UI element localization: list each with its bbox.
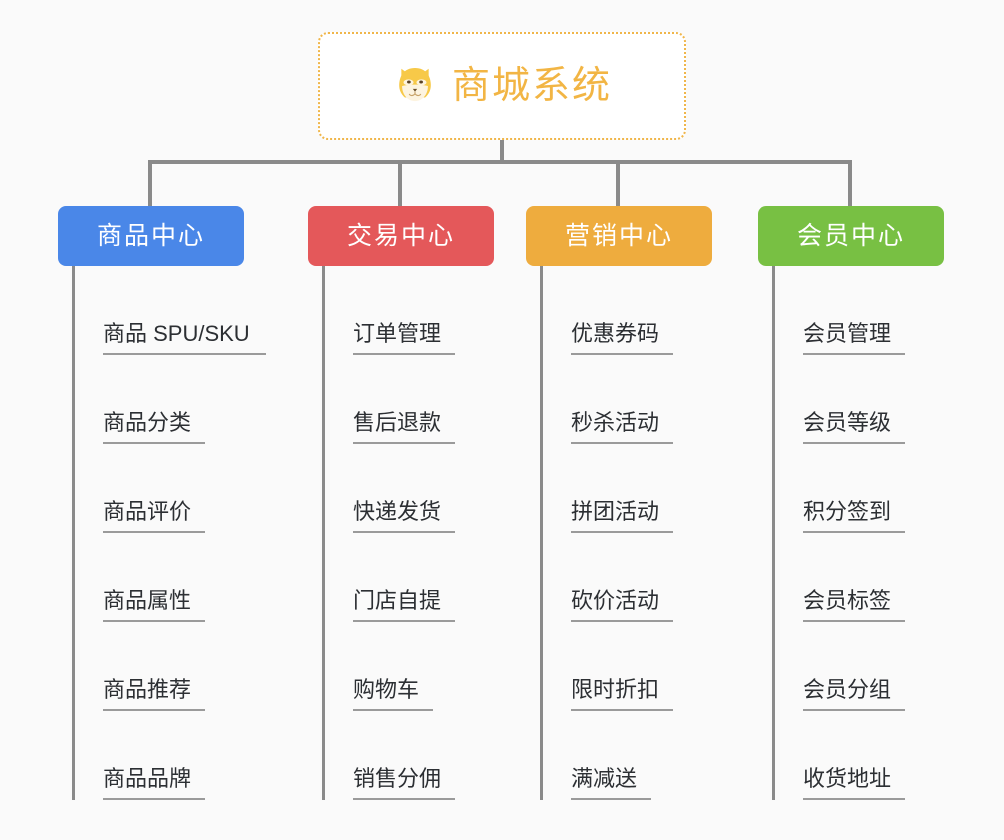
list-item[interactable]: 砍价活动 bbox=[543, 533, 746, 622]
leaf-label: 限时折扣 bbox=[571, 676, 674, 711]
list-item[interactable]: 商品品牌 bbox=[75, 711, 278, 800]
leaf-label: 砍价活动 bbox=[571, 587, 674, 622]
leaf-list-product: 商品 SPU/SKU 商品分类 商品评价 商品属性 商品推荐 商品品牌 bbox=[72, 266, 278, 800]
branch-column-trade: 交易中心 订单管理 售后退款 快递发货 门店自提 购物车 销售分佣 bbox=[308, 206, 528, 800]
branch-label: 交易中心 bbox=[346, 222, 455, 250]
list-item[interactable]: 商品 SPU/SKU bbox=[75, 266, 278, 355]
connector-horizontal-bus bbox=[148, 160, 852, 164]
leaf-label: 满减送 bbox=[571, 765, 652, 800]
list-item[interactable]: 收货地址 bbox=[775, 711, 978, 800]
leaf-label: 售后退款 bbox=[353, 409, 456, 444]
connector-drop-4 bbox=[848, 160, 852, 206]
leaf-list-marketing: 优惠券码 秒杀活动 拼团活动 砍价活动 限时折扣 满减送 bbox=[540, 266, 746, 800]
list-item[interactable]: 拼团活动 bbox=[543, 444, 746, 533]
leaf-label: 商品品牌 bbox=[103, 765, 206, 800]
list-item[interactable]: 购物车 bbox=[325, 622, 528, 711]
root-node-wrapper: 商城系统 bbox=[0, 32, 1004, 140]
connector-drop-3 bbox=[616, 160, 620, 206]
connector-root-stem bbox=[500, 140, 504, 162]
leaf-label: 商品推荐 bbox=[103, 676, 206, 711]
connector-drop-2 bbox=[398, 160, 402, 206]
branch-label: 会员中心 bbox=[796, 222, 905, 250]
leaf-label: 收货地址 bbox=[803, 765, 906, 800]
leaf-label: 优惠券码 bbox=[571, 320, 674, 355]
leaf-label: 购物车 bbox=[353, 676, 434, 711]
shiba-dog-icon bbox=[399, 68, 431, 102]
list-item[interactable]: 会员标签 bbox=[775, 533, 978, 622]
leaf-label: 积分签到 bbox=[803, 498, 906, 533]
leaf-list-trade: 订单管理 售后退款 快递发货 门店自提 购物车 销售分佣 bbox=[322, 266, 528, 800]
leaf-label: 会员分组 bbox=[803, 676, 906, 711]
list-item[interactable]: 会员分组 bbox=[775, 622, 978, 711]
list-item[interactable]: 商品评价 bbox=[75, 444, 278, 533]
list-item[interactable]: 销售分佣 bbox=[325, 711, 528, 800]
list-item[interactable]: 商品推荐 bbox=[75, 622, 278, 711]
branch-header-marketing[interactable]: 营销中心 bbox=[526, 206, 712, 266]
list-item[interactable]: 满减送 bbox=[543, 711, 746, 800]
branch-header-product[interactable]: 商品中心 bbox=[58, 206, 244, 266]
leaf-label: 商品评价 bbox=[103, 498, 206, 533]
leaf-label: 会员标签 bbox=[803, 587, 906, 622]
leaf-label: 商品分类 bbox=[103, 409, 206, 444]
branch-label: 营销中心 bbox=[564, 222, 673, 250]
list-item[interactable]: 秒杀活动 bbox=[543, 355, 746, 444]
branch-columns: 商品中心 商品 SPU/SKU 商品分类 商品评价 商品属性 商品推荐 商品品牌… bbox=[0, 206, 1004, 840]
list-item[interactable]: 商品分类 bbox=[75, 355, 278, 444]
leaf-label: 订单管理 bbox=[353, 320, 456, 355]
branch-header-member[interactable]: 会员中心 bbox=[758, 206, 944, 266]
leaf-label: 商品 SPU/SKU bbox=[103, 320, 266, 355]
list-item[interactable]: 限时折扣 bbox=[543, 622, 746, 711]
leaf-label: 销售分佣 bbox=[353, 765, 456, 800]
list-item[interactable]: 快递发货 bbox=[325, 444, 528, 533]
leaf-label: 拼团活动 bbox=[571, 498, 674, 533]
list-item[interactable]: 优惠券码 bbox=[543, 266, 746, 355]
branch-column-marketing: 营销中心 优惠券码 秒杀活动 拼团活动 砍价活动 限时折扣 满减送 bbox=[526, 206, 746, 800]
branch-label: 商品中心 bbox=[96, 222, 205, 250]
leaf-label: 快递发货 bbox=[353, 498, 456, 533]
branch-column-product: 商品中心 商品 SPU/SKU 商品分类 商品评价 商品属性 商品推荐 商品品牌 bbox=[58, 206, 278, 800]
leaf-label: 秒杀活动 bbox=[571, 409, 674, 444]
leaf-list-member: 会员管理 会员等级 积分签到 会员标签 会员分组 收货地址 bbox=[772, 266, 978, 800]
connector-drop-1 bbox=[148, 160, 152, 206]
leaf-label: 会员管理 bbox=[803, 320, 906, 355]
root-title: 商城系统 bbox=[451, 65, 612, 107]
leaf-label: 商品属性 bbox=[103, 587, 206, 622]
list-item[interactable]: 商品属性 bbox=[75, 533, 278, 622]
branch-column-member: 会员中心 会员管理 会员等级 积分签到 会员标签 会员分组 收货地址 bbox=[758, 206, 978, 800]
list-item[interactable]: 积分签到 bbox=[775, 444, 978, 533]
list-item[interactable]: 会员等级 bbox=[775, 355, 978, 444]
list-item[interactable]: 售后退款 bbox=[325, 355, 528, 444]
leaf-label: 门店自提 bbox=[353, 587, 456, 622]
list-item[interactable]: 订单管理 bbox=[325, 266, 528, 355]
list-item[interactable]: 会员管理 bbox=[775, 266, 978, 355]
branch-header-trade[interactable]: 交易中心 bbox=[308, 206, 494, 266]
leaf-label: 会员等级 bbox=[803, 409, 906, 444]
root-node[interactable]: 商城系统 bbox=[318, 32, 686, 140]
list-item[interactable]: 门店自提 bbox=[325, 533, 528, 622]
